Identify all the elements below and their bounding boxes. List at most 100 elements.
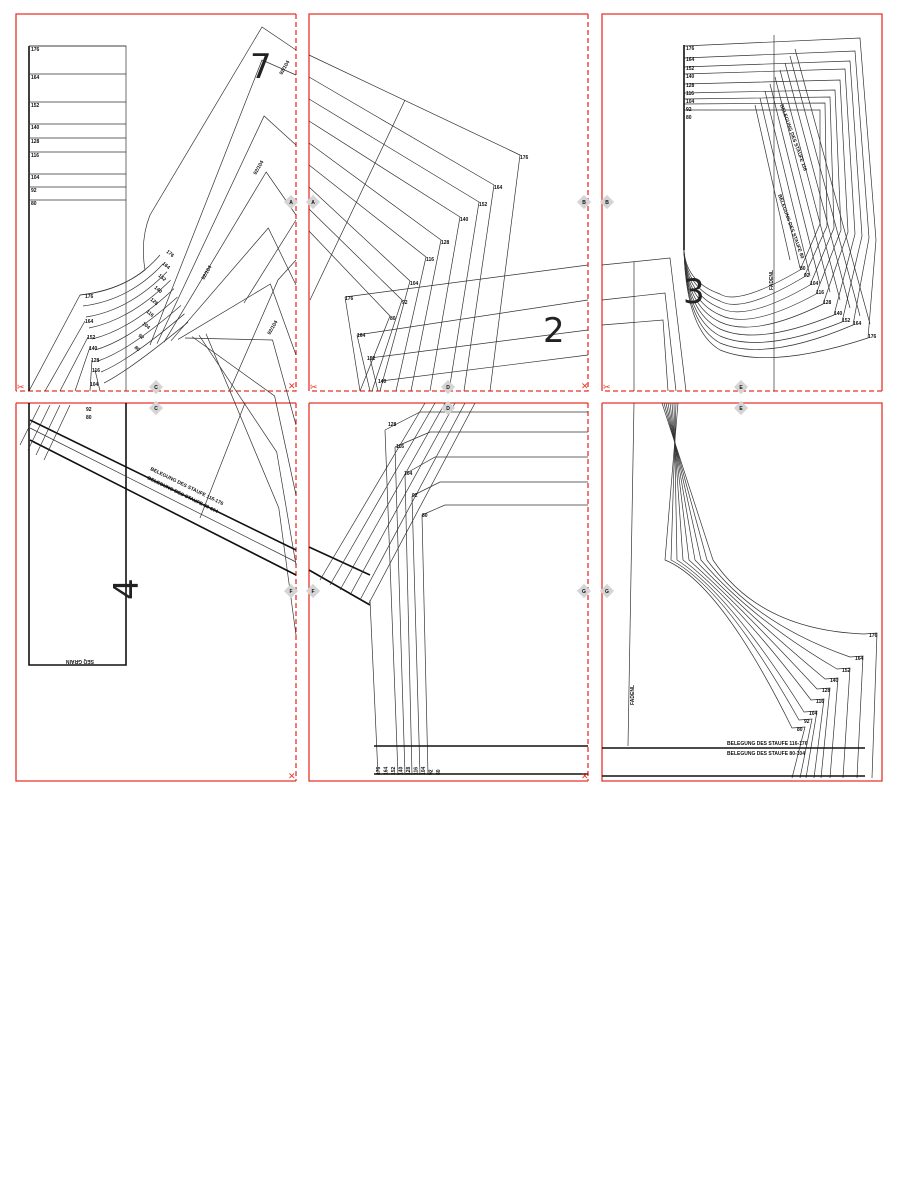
svg-text:A: A bbox=[289, 200, 293, 206]
grain-note-3: FADENL bbox=[769, 270, 775, 290]
size-label: 176 bbox=[345, 296, 354, 302]
strip-grain-note: SEQ GRAIN bbox=[66, 658, 94, 664]
size-label: 152 bbox=[842, 668, 851, 674]
cross-mark-icon: ✕ bbox=[581, 381, 589, 391]
armhole-diag bbox=[784, 62, 851, 309]
size-label: 152 bbox=[686, 66, 695, 72]
size-label: 152 bbox=[87, 335, 96, 341]
armhole-diag bbox=[789, 55, 861, 317]
alignment-marker-c: C bbox=[148, 400, 164, 416]
alignment-marker-g: G bbox=[576, 583, 592, 599]
armhole-diag bbox=[779, 69, 841, 301]
size-label: 152 bbox=[479, 202, 488, 208]
size-label: 152 bbox=[842, 318, 851, 324]
size-label: 164 bbox=[31, 75, 40, 81]
alignment-marker-g: G bbox=[599, 583, 615, 599]
armhole-diag bbox=[774, 76, 831, 293]
alignment-marker-a: A bbox=[305, 194, 321, 210]
alignment-marker-b: B bbox=[599, 194, 615, 210]
sleeve-curve bbox=[94, 296, 178, 351]
panel-line bbox=[308, 186, 411, 392]
sleeve-curve bbox=[97, 305, 182, 362]
size-label: 92 bbox=[86, 407, 92, 413]
side-curve bbox=[673, 402, 818, 779]
sleeve-line bbox=[177, 283, 297, 356]
size-label: 140 bbox=[378, 379, 387, 385]
size-label: 80 bbox=[800, 266, 806, 272]
alignment-marker-e: E bbox=[733, 400, 749, 416]
svg-text:C: C bbox=[154, 406, 158, 412]
size-label: 140 bbox=[31, 125, 40, 131]
sleeve-line bbox=[184, 337, 297, 426]
sleeve-curve bbox=[100, 313, 185, 373]
line-note-2: BELEGUNG DES STAUFE 80-104 bbox=[727, 751, 805, 757]
armhole-line bbox=[683, 37, 877, 359]
size-label: 104 bbox=[421, 766, 427, 775]
tile-1-pattern bbox=[28, 26, 297, 392]
size-label: 116 bbox=[396, 444, 404, 450]
size-label: 140 bbox=[460, 217, 469, 223]
size-label: 80 bbox=[133, 345, 141, 353]
size-label: 128 bbox=[31, 139, 40, 145]
fold-note-lower: BELEGUNG DES STAUFE 80 bbox=[776, 194, 805, 260]
armhole-diag bbox=[754, 104, 791, 261]
size-label: 80 bbox=[86, 415, 92, 421]
side-curve bbox=[663, 402, 864, 779]
tile-4-pattern bbox=[19, 402, 476, 606]
size-label: 140 bbox=[153, 285, 163, 295]
size-label: 128 bbox=[149, 297, 159, 307]
scissors-icon: ✂ bbox=[603, 382, 611, 392]
size-label: 80 bbox=[31, 201, 37, 207]
sleeve-curve bbox=[103, 321, 189, 384]
size-label: 164 bbox=[384, 766, 390, 775]
grain-note-6: FADENL bbox=[630, 685, 636, 705]
cross-mark-icon: ✕ bbox=[288, 381, 296, 391]
size-label: 176 bbox=[868, 334, 877, 340]
size-label: 128 bbox=[822, 688, 831, 694]
svg-text:C: C bbox=[154, 385, 158, 391]
side-curve bbox=[667, 402, 839, 779]
size-label: 176 bbox=[520, 155, 529, 161]
alignment-marker-f: F bbox=[283, 583, 299, 599]
size-label: 164 bbox=[85, 319, 94, 325]
size-label: 116 bbox=[426, 257, 434, 263]
cross-mark-icon: ✕ bbox=[288, 771, 296, 781]
panel-line bbox=[308, 54, 521, 392]
armhole-diag bbox=[769, 83, 821, 285]
size-label: 176 bbox=[31, 47, 40, 53]
tile-5-pattern bbox=[369, 411, 588, 776]
size-label: 128 bbox=[686, 83, 695, 89]
panel-line bbox=[308, 142, 442, 392]
piece-number-3: 3 bbox=[683, 272, 705, 312]
armhole-line bbox=[683, 60, 863, 343]
alignment-marker-d: D bbox=[440, 379, 456, 395]
size-label: 116 bbox=[686, 91, 694, 97]
size-label: 164 bbox=[357, 333, 366, 339]
svg-text:E: E bbox=[739, 406, 743, 412]
svg-text:A: A bbox=[311, 200, 315, 206]
scissors-icon: ✂ bbox=[17, 382, 25, 392]
svg-text:D: D bbox=[446, 385, 450, 391]
size-label: 128 bbox=[406, 766, 412, 775]
alignment-marker-e: E bbox=[733, 379, 749, 395]
panel-line bbox=[308, 164, 427, 392]
measure-note: 92/104 bbox=[201, 265, 214, 281]
svg-text:G: G bbox=[582, 589, 586, 595]
sleeve-line bbox=[170, 227, 297, 342]
size-label: 116 bbox=[414, 767, 420, 775]
size-label: 116 bbox=[816, 699, 824, 705]
armhole-line bbox=[683, 109, 821, 298]
armhole-diag bbox=[794, 48, 871, 325]
size-label: 80 bbox=[422, 513, 428, 519]
panel-line bbox=[308, 76, 495, 392]
measure-note: 92/104 bbox=[267, 320, 280, 336]
size-label: 92 bbox=[804, 273, 810, 279]
size-label: 164 bbox=[855, 656, 864, 662]
size-label: 164 bbox=[494, 185, 503, 191]
size-label: 116 bbox=[816, 290, 824, 296]
size-label: 140 bbox=[686, 74, 695, 80]
size-label: 152 bbox=[157, 273, 167, 283]
svg-text:B: B bbox=[605, 200, 609, 206]
armhole-line bbox=[683, 89, 842, 320]
alignment-marker-f: F bbox=[305, 583, 321, 599]
